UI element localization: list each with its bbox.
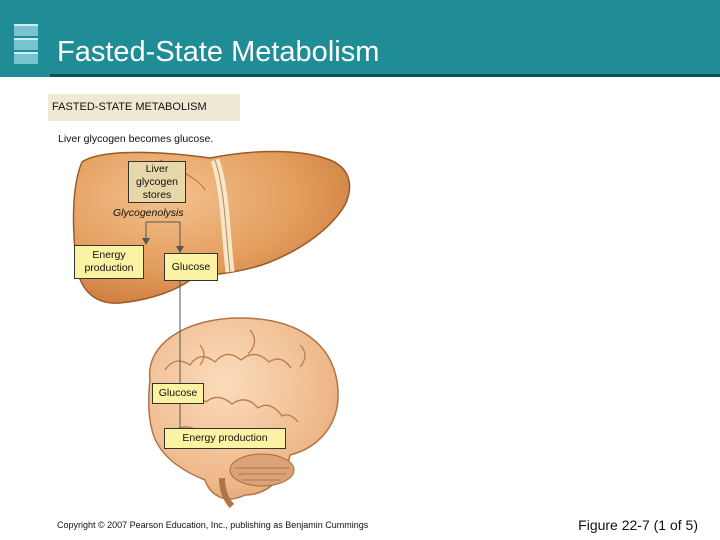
copyright-text: Copyright © 2007 Pearson Education, Inc.… bbox=[57, 520, 368, 530]
energy-production-brain-box: Energy production bbox=[164, 428, 286, 449]
glucose-liver-box: Glucose bbox=[164, 253, 218, 281]
glucose-brain-box: Glucose bbox=[152, 383, 204, 404]
figure-number: Figure 22-7 (1 of 5) bbox=[578, 517, 698, 533]
energy-production-liver-box: Energy production bbox=[74, 245, 144, 279]
liver-glycogen-stores-label: Liver glycogen stores bbox=[128, 161, 186, 203]
brain-shape bbox=[149, 318, 338, 506]
glycogenolysis-label: Glycogenolysis bbox=[113, 207, 184, 220]
